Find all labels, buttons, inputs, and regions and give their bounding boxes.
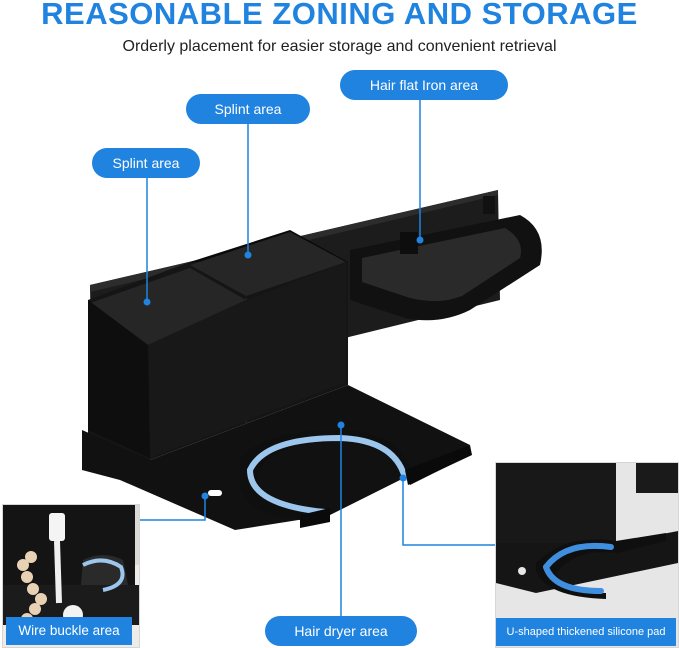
wire-buckle-slot xyxy=(208,490,222,496)
label-silicone-pad: U-shaped thickened silicone pad xyxy=(496,618,676,646)
wall-mount xyxy=(483,196,495,214)
label-splint-area-left: Splint area xyxy=(92,148,200,178)
base-plate xyxy=(82,385,470,530)
label-splint-area-center: Splint area xyxy=(186,94,310,124)
inset-silicone-pad xyxy=(495,462,679,648)
label-hair-dryer-area: Hair dryer area xyxy=(265,616,417,646)
label-wire-buckle-area: Wire buckle area xyxy=(6,617,132,645)
page-subtitle: Orderly placement for easier storage and… xyxy=(122,38,557,55)
page-title: REASONABLE ZONING AND STORAGE xyxy=(41,0,638,31)
label-flat-iron-area: Hair flat Iron area xyxy=(340,70,508,100)
